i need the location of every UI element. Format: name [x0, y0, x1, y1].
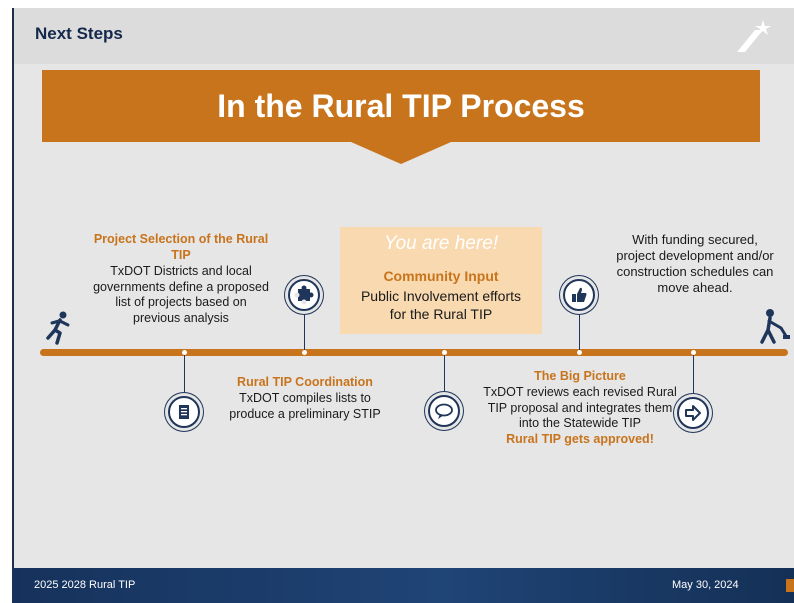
current-step-highlight	[340, 227, 542, 334]
connector-line	[304, 309, 305, 350]
title-banner	[42, 70, 760, 164]
community-input-text: Public Involvement efforts for the Rural…	[360, 288, 522, 322]
community-input-heading: Community Input	[383, 268, 499, 284]
worker-icon	[760, 309, 790, 344]
timeline-marker	[691, 350, 696, 355]
connector-line	[579, 307, 580, 350]
header-bar	[12, 8, 794, 64]
big-picture-text: TxDOT reviews each revised Rural TIP pro…	[483, 385, 677, 430]
you-are-here-label: You are here!	[383, 233, 499, 254]
header-title: Next Steps	[35, 24, 123, 43]
document-icon	[168, 396, 200, 428]
footer-bar	[12, 568, 794, 603]
timeline-marker	[442, 350, 447, 355]
connector-line	[693, 355, 694, 397]
txdot-star-logo-icon	[737, 20, 771, 52]
puzzle-icon	[288, 279, 320, 311]
timeline-marker	[577, 350, 582, 355]
banner-title: In the Rural TIP Process	[217, 88, 585, 124]
connector-line	[444, 355, 445, 395]
project-selection-text: TxDOT Districts and local governments de…	[93, 264, 269, 325]
timeline-marker	[182, 350, 187, 355]
thumbs-up-icon	[563, 279, 595, 311]
connector-line	[184, 355, 185, 396]
coordination-heading: Rural TIP Coordination	[237, 375, 373, 389]
coordination-text: TxDOT compiles lists to produce a prelim…	[229, 391, 381, 421]
timeline-bar	[40, 349, 788, 356]
approved-note: Rural TIP gets approved!	[506, 432, 654, 446]
slide-edge-divider	[12, 8, 14, 568]
footer-date: May 30, 2024	[672, 579, 739, 591]
project-selection-heading: Project Selection of the Rural TIP	[93, 232, 269, 262]
arrow-right-icon	[677, 397, 709, 429]
timeline-marker	[302, 350, 307, 355]
big-picture-heading: The Big Picture	[534, 369, 626, 383]
footer-title: 2025 2028 Rural TIP	[34, 579, 136, 591]
footer-accent	[786, 579, 794, 592]
funding-text: With funding secured, project developmen…	[616, 232, 774, 295]
runner-icon	[46, 311, 70, 345]
speech-bubble-icon	[428, 395, 460, 427]
